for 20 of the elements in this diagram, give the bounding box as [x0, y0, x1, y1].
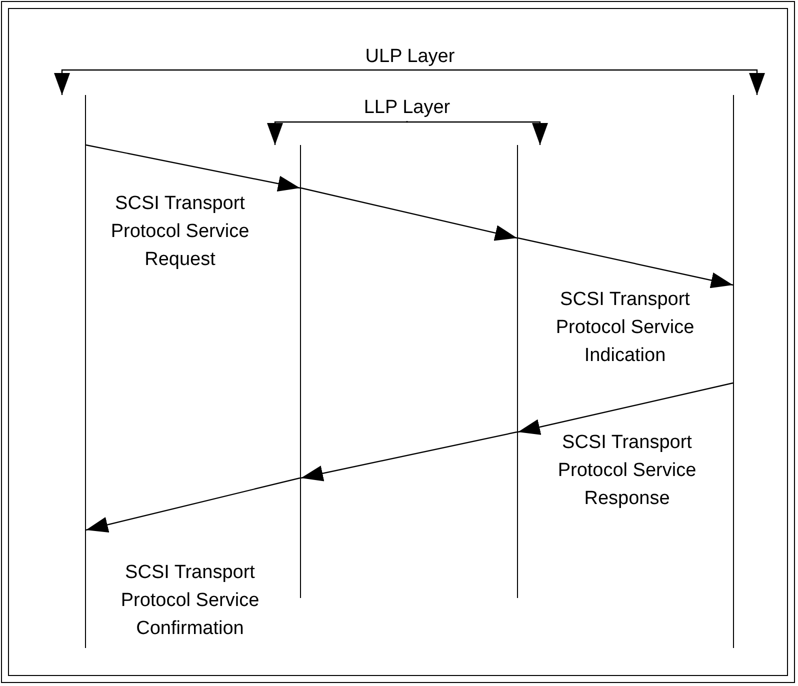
- layer-label: LLP Layer: [330, 97, 484, 121]
- message-arrow: [300, 187, 518, 241]
- lifeline: [733, 95, 734, 648]
- message-label: SCSI Transport Protocol Service Confirmation: [120, 561, 260, 641]
- lifeline: [85, 95, 86, 648]
- message-arrow: [518, 237, 734, 288]
- bracket-arrow: [409, 69, 765, 95]
- message-label: SCSI Transport Protocol Service Indication: [554, 288, 696, 368]
- lifeline: [300, 145, 301, 598]
- message-arrow: [518, 382, 734, 435]
- lifeline: [517, 145, 518, 598]
- layer-label: ULP Layer: [330, 46, 490, 70]
- bracket-arrow: [54, 69, 411, 95]
- message-label: SCSI Transport Protocol Service Response: [556, 431, 698, 511]
- message-arrow: [86, 477, 300, 533]
- message-arrow: [86, 144, 300, 192]
- message-label: SCSI Transport Protocol Service Request: [110, 192, 250, 272]
- message-arrow: [300, 431, 518, 482]
- bracket-arrow: [406, 120, 548, 145]
- bracket-arrow: [267, 120, 408, 145]
